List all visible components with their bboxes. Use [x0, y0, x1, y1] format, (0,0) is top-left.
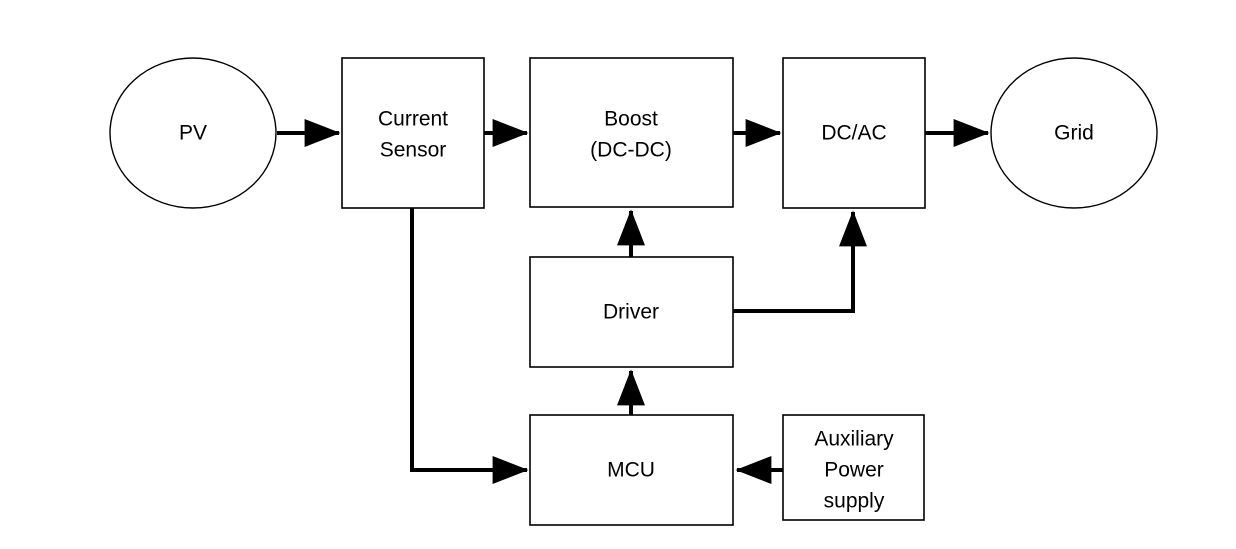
aux-power-supply-rect — [782, 414, 925, 521]
grid-ellipse — [990, 57, 1158, 209]
dcac-rect — [782, 57, 926, 209]
boost-label-line2: (DC-DC) — [590, 139, 672, 162]
connector-current-sensor-to-mcu — [410, 208, 529, 484]
pv-label: PV — [179, 122, 207, 145]
aux-power-supply-label-line1: Auxiliary — [814, 428, 894, 451]
node-dcac[interactable]: DC/AC — [782, 57, 926, 209]
current-sensor-label-line1: Current — [378, 108, 448, 131]
pv-ellipse — [109, 57, 277, 209]
dcac-label: DC/AC — [821, 122, 886, 145]
node-grid[interactable]: Grid — [990, 57, 1158, 209]
current-sensor-rect — [341, 57, 485, 209]
mcu-label: MCU — [607, 459, 655, 482]
node-aux-power-supply[interactable]: Auxiliary Power supply — [782, 414, 925, 521]
aux-power-supply-label-line3: supply — [824, 490, 885, 513]
grid-label: Grid — [1054, 122, 1094, 145]
driver-rect — [529, 256, 734, 368]
aux-power-supply-label-line2: Power — [824, 459, 884, 482]
driver-label: Driver — [603, 301, 659, 324]
node-current-sensor[interactable]: Current Sensor — [341, 57, 485, 209]
boost-label-line1: Boost — [604, 108, 658, 131]
mcu-rect — [529, 414, 734, 526]
node-mcu[interactable]: MCU — [529, 414, 734, 526]
current-sensor-label-line2: Sensor — [380, 139, 447, 162]
boost-rect — [529, 57, 734, 208]
node-pv[interactable]: PV — [109, 57, 277, 209]
node-driver[interactable]: Driver — [529, 256, 734, 368]
node-boost[interactable]: Boost (DC-DC) — [529, 57, 734, 208]
connector-driver-to-dcac — [733, 210, 867, 313]
